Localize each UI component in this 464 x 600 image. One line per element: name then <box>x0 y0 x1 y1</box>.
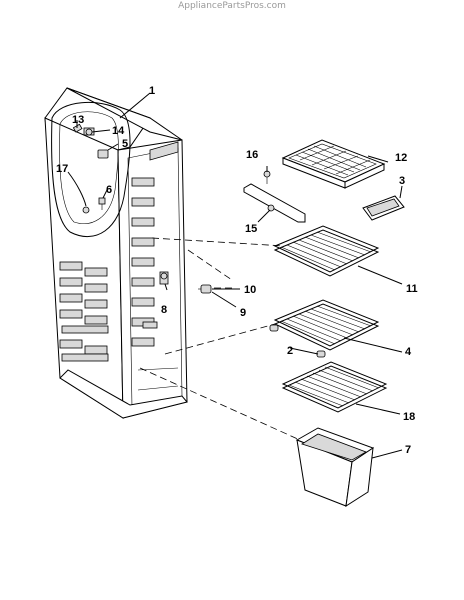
callout-17: 17 <box>56 163 68 175</box>
callout-2: 2 <box>287 345 293 357</box>
callout-12: 12 <box>395 152 407 164</box>
part-15-shelf-bracket <box>243 183 306 223</box>
callout-8: 8 <box>161 304 167 316</box>
part-16-screw <box>263 170 271 184</box>
part-2-shelf-support <box>269 324 326 358</box>
part-13-lamp-socket <box>72 123 83 133</box>
callout-15: 15 <box>245 223 257 235</box>
alignment-lines <box>139 237 301 441</box>
part-17-clip <box>82 206 90 214</box>
callout-18: 18 <box>403 411 415 423</box>
callout-10: 10 <box>244 284 256 296</box>
callout-9: 9 <box>240 307 246 319</box>
part-6-screw <box>98 197 106 210</box>
callout-13: 13 <box>72 114 84 126</box>
part-3-shelf-trim <box>362 195 405 221</box>
callout-16: 16 <box>246 149 258 161</box>
callout-6: 6 <box>106 184 112 196</box>
part-5-thermostat <box>97 149 109 159</box>
callout-14: 14 <box>112 125 125 137</box>
part-7-freezer-basket <box>295 427 375 508</box>
right-wall-slots <box>131 177 158 347</box>
left-wall-slots <box>59 261 109 362</box>
part-8-bracket <box>159 271 169 285</box>
part-4-wire-shelf <box>273 299 380 351</box>
callout-1: 1 <box>149 85 155 97</box>
part-11-wire-shelf <box>273 225 380 277</box>
callout-3: 3 <box>399 175 405 187</box>
part-18-wire-shelf <box>281 361 388 413</box>
callout-5: 5 <box>122 138 128 150</box>
watermark-text: AppliancePartsPros.com <box>178 1 286 11</box>
callout-7: 7 <box>405 444 411 456</box>
freezer-liner <box>44 87 188 419</box>
leader-lines <box>67 92 403 459</box>
callout-4: 4 <box>405 346 412 358</box>
callout-11: 11 <box>406 283 418 295</box>
part-9-10-stud <box>198 284 212 294</box>
callout-labels: 1 13 14 5 17 6 8 9 10 16 15 12 3 11 2 4 … <box>56 85 418 456</box>
part-12-shelf-glass <box>281 139 386 189</box>
